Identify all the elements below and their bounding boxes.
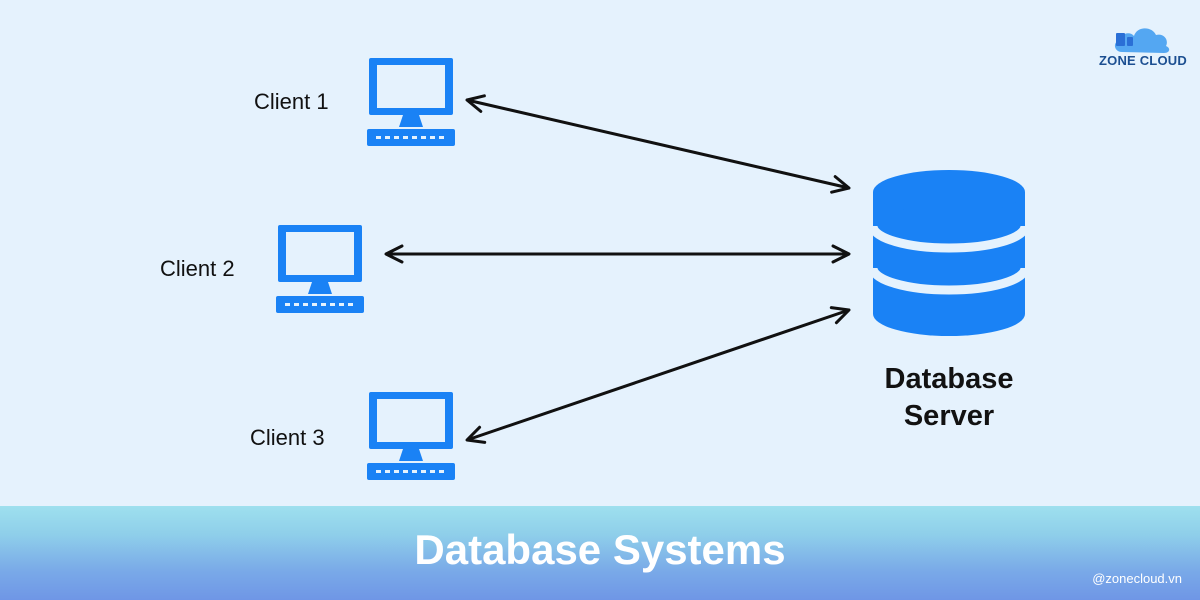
client-3-label: Client 3: [250, 425, 325, 450]
title-banner: [0, 506, 1200, 600]
connection-arrow-client-1: [465, 94, 851, 194]
brand-name: ZONE CLOUD: [1099, 53, 1187, 68]
database-server-label-line-1: Database: [884, 363, 1014, 395]
social-handle: @zonecloud.vn: [1092, 571, 1182, 586]
client-2-label: Client 2: [160, 256, 235, 281]
database-server-label: Database Server: [836, 361, 1062, 435]
cloud-icon: [1114, 28, 1170, 53]
computer-icon-client-1: [367, 58, 455, 146]
connection-arrow-client-3: [465, 306, 851, 444]
computer-icon-client-2: [276, 225, 364, 313]
database-icon: [868, 170, 1030, 336]
client-1-label: Client 1: [254, 89, 329, 114]
banner-title: Database Systems: [414, 526, 786, 573]
computer-icon-client-3: [367, 392, 455, 480]
database-server-label-line-2: Server: [903, 400, 995, 432]
